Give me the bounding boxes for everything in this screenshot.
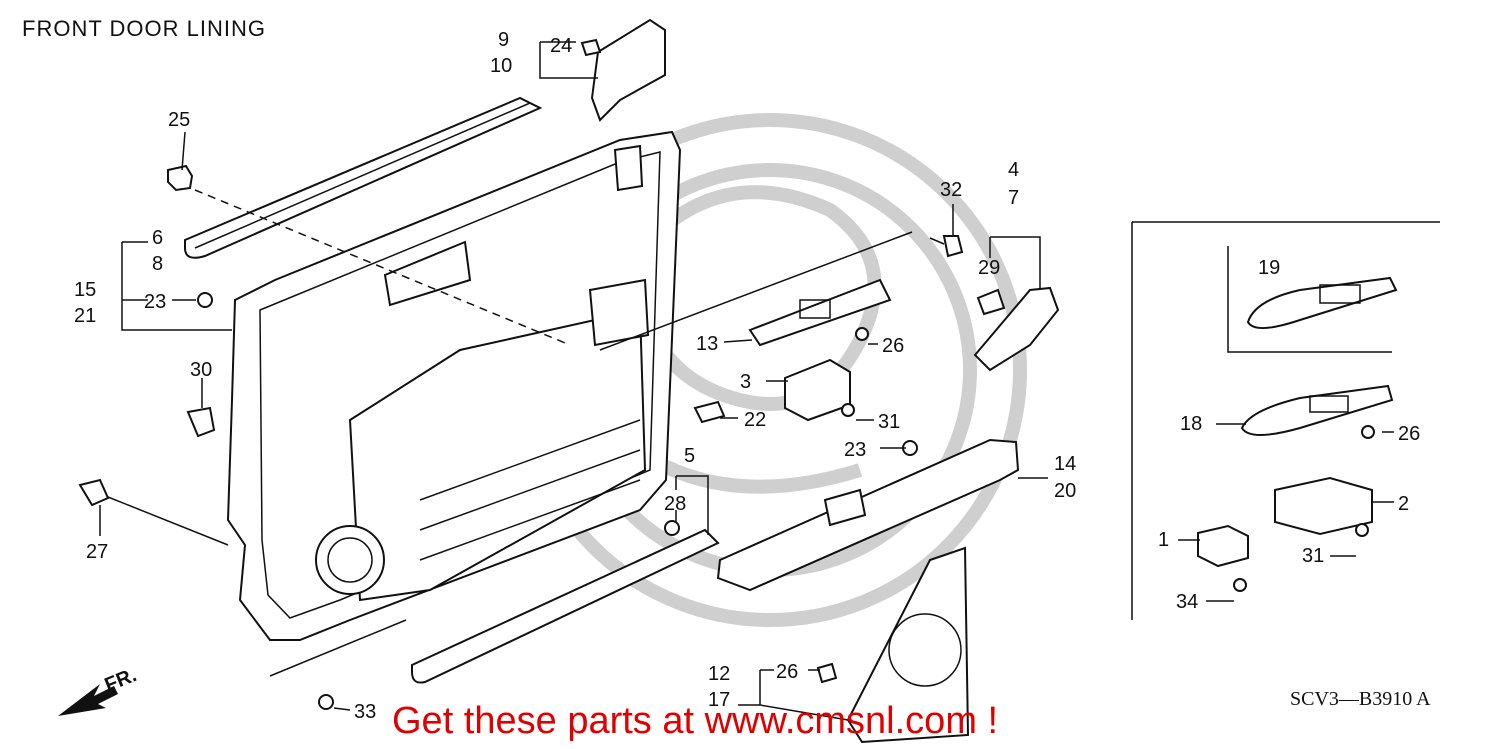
switch-bezel xyxy=(748,278,892,347)
callout-22: 22 xyxy=(744,409,766,431)
callout-8: 8 xyxy=(152,253,163,275)
callout-26-bottom: 26 xyxy=(776,661,798,683)
callout-23-mid: 23 xyxy=(844,439,866,461)
armrest xyxy=(716,438,1020,592)
switch-1 xyxy=(1197,524,1249,568)
callout-25: 25 xyxy=(168,109,190,131)
callout-30: 30 xyxy=(190,359,212,381)
weatherstrip xyxy=(411,528,720,684)
bezel-18 xyxy=(1240,384,1394,436)
clip-22 xyxy=(693,400,726,424)
clip-25 xyxy=(167,164,194,192)
callout-29: 29 xyxy=(978,257,1000,279)
callout-19: 19 xyxy=(1258,257,1280,279)
callout-27: 27 xyxy=(86,541,108,563)
callout-26-top: 26 xyxy=(882,335,904,357)
front-direction-arrow xyxy=(58,684,118,716)
door-lining-panel xyxy=(226,130,682,641)
direction-label: FR. xyxy=(102,664,140,696)
callout-labels: 25 9 10 24 6 8 15 21 23 30 27 32 4 7 29 … xyxy=(74,29,1420,723)
clip-26c xyxy=(1361,425,1375,439)
callout-7: 7 xyxy=(1008,187,1019,209)
callout-9: 9 xyxy=(498,29,509,51)
grommet-29 xyxy=(976,288,1006,316)
fasteners xyxy=(78,292,918,710)
callout-34: 34 xyxy=(1176,591,1198,613)
diagram-code: SCV3—B3910 A xyxy=(1290,688,1431,710)
callout-32: 32 xyxy=(940,179,962,201)
callout-33: 33 xyxy=(354,701,376,723)
leader-lines xyxy=(99,41,1394,721)
bezel-19 xyxy=(1246,276,1398,329)
callout-24: 24 xyxy=(550,35,572,57)
callout-2: 2 xyxy=(1398,493,1409,515)
callout-18: 18 xyxy=(1180,413,1202,435)
callout-12: 12 xyxy=(708,663,730,685)
callout-15: 15 xyxy=(74,279,96,301)
callout-31-mid: 31 xyxy=(878,411,900,433)
callout-4: 4 xyxy=(1008,159,1019,181)
callout-6: 6 xyxy=(152,227,163,249)
mirror-garnish xyxy=(580,18,666,122)
window-switch xyxy=(784,358,851,422)
callout-5: 5 xyxy=(684,445,695,467)
callout-13: 13 xyxy=(696,333,718,355)
callout-21: 21 xyxy=(74,305,96,327)
screw-31b xyxy=(1355,523,1369,537)
trim-garnish xyxy=(973,286,1060,372)
callout-31-right: 31 xyxy=(1302,545,1324,567)
promo-link-text[interactable]: Get these parts at www.cmsnl.com ! xyxy=(392,700,999,742)
callout-17: 17 xyxy=(708,689,730,711)
callout-1: 1 xyxy=(1158,529,1169,551)
callout-28: 28 xyxy=(664,493,686,515)
window-strip xyxy=(184,96,543,259)
callout-14: 14 xyxy=(1054,453,1076,475)
master-switch xyxy=(1274,476,1373,536)
callout-23-left: 23 xyxy=(144,291,166,313)
speaker-grille xyxy=(846,546,970,744)
diagram-title: FRONT DOOR LINING xyxy=(22,16,266,41)
callout-10: 10 xyxy=(490,55,512,77)
callout-26-right: 26 xyxy=(1398,423,1420,445)
callout-20: 20 xyxy=(1054,480,1076,502)
callout-3: 3 xyxy=(740,371,751,393)
screw-34 xyxy=(1233,578,1247,592)
variant-frame xyxy=(1131,221,1440,620)
